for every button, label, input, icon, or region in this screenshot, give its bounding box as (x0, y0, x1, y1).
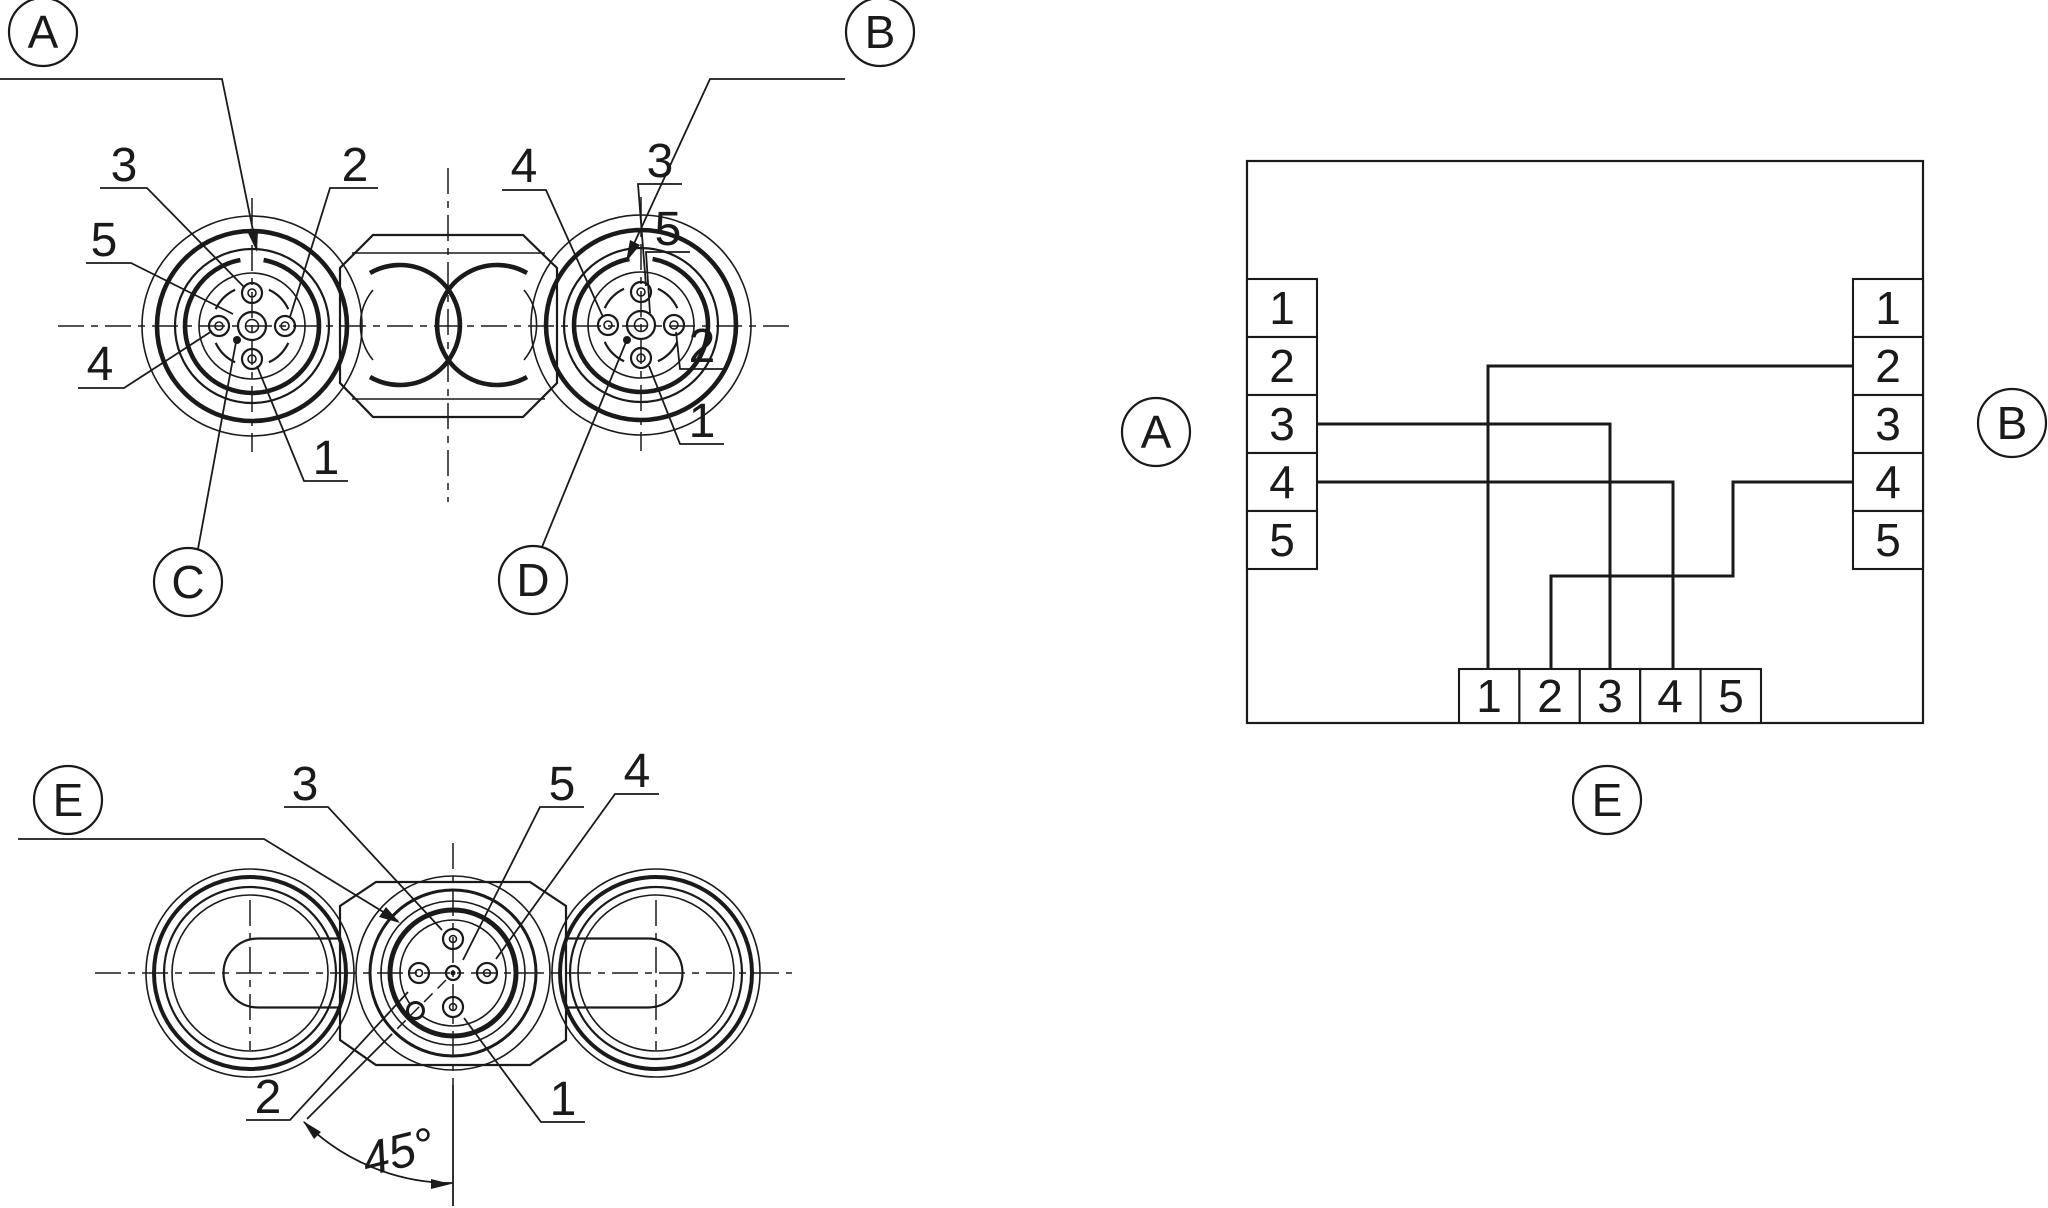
e-pin-box-4 (1639, 667, 1702, 725)
wire-b2-e1 (1486, 364, 1853, 669)
balloon-d-label: D (516, 554, 549, 606)
balloon-d: D (497, 336, 631, 616)
b-pin-1-label: 1 (1875, 282, 1901, 334)
hex-body-e (338, 880, 568, 1067)
wire-a3-e3 (1317, 422, 1612, 669)
wire-a4-e4 (1317, 480, 1675, 669)
a-pin-box-4 (1245, 451, 1319, 513)
balloon-a-label: A (28, 6, 59, 58)
balloon-b: B (625, 0, 916, 262)
a-pin-box-2 (1245, 335, 1319, 397)
balloon-a: A (0, 0, 258, 252)
coupler-right-crescent (434, 262, 529, 388)
e-pin-5-label: 5 (1718, 670, 1744, 722)
e-pin-box-2 (1518, 667, 1581, 725)
e-pin-4-label: 4 (1657, 670, 1683, 722)
schematic-balloon-e: E (1571, 764, 1643, 836)
schematic-balloon-a: A (1120, 396, 1192, 468)
e-pin-2-label: 2 (1537, 670, 1563, 722)
b-pin-box-1 (1851, 277, 1925, 339)
b-pin-box-4 (1851, 451, 1925, 513)
bottom-view-assembly: E 3 5 4 2 1 45° (18, 745, 792, 1206)
b-pin-4-label: 4 (1875, 456, 1901, 508)
face-b-pin2-label: 2 (689, 320, 716, 373)
schematic-outline (1245, 159, 1925, 725)
face-b-pin3-label: 3 (647, 135, 674, 188)
balloon-b-label: B (865, 6, 896, 58)
a-pin-box-5 (1245, 509, 1319, 571)
face-b-pin-callouts: 4 3 5 2 1 (502, 135, 724, 448)
balloon-e-label: E (53, 774, 84, 826)
schematic-balloon-b: B (1976, 387, 2048, 459)
balloon-e: E (18, 764, 400, 923)
face-e-pin1-label: 1 (550, 1073, 577, 1126)
face-e-pin-callouts: 3 5 4 2 1 (246, 745, 659, 1126)
schematic-balloon-a-label: A (1141, 406, 1172, 458)
b-pin-box-3 (1851, 393, 1925, 455)
face-a-pin-callouts: 3 2 5 4 1 (78, 139, 378, 485)
face-a-pin5-label: 5 (91, 214, 118, 267)
b-pin-2-label: 2 (1875, 340, 1901, 392)
angle-dimension-text: 45° (357, 1118, 440, 1187)
e-pin-3-label: 3 (1597, 670, 1623, 722)
wiring-schematic: 1 2 3 4 5 1 2 3 4 5 1 2 3 (1120, 159, 2048, 836)
a-pin-2-label: 2 (1269, 340, 1295, 392)
e-pin-box-5 (1699, 667, 1763, 725)
face-b-pin5-label: 5 (655, 203, 682, 256)
schematic-balloon-b-label: B (1997, 397, 2028, 449)
face-e-pin5-label: 5 (549, 758, 576, 811)
connector-e-pin-row: 1 2 3 4 5 (1457, 667, 1763, 725)
face-a-pin1-label: 1 (313, 432, 340, 485)
a-pin-1-label: 1 (1269, 282, 1295, 334)
connector-b-pin-column: 1 2 3 4 5 (1851, 277, 1925, 571)
b-pin-box-5 (1851, 509, 1925, 571)
a-pin-4-label: 4 (1269, 456, 1295, 508)
b-pin-3-label: 3 (1875, 398, 1901, 450)
a-pin-box-3 (1245, 393, 1319, 455)
schematic-balloon-e-label: E (1592, 774, 1623, 826)
a-pin-3-label: 3 (1269, 398, 1295, 450)
e-pin-1-label: 1 (1476, 670, 1502, 722)
coupler-left-crescent (368, 262, 463, 388)
top-view-assembly: A B C D 3 2 (0, 0, 916, 618)
face-a-pin3-label: 3 (111, 139, 138, 192)
b-pin-5-label: 5 (1875, 514, 1901, 566)
e-pin-box-3 (1578, 667, 1642, 725)
hex-coupler-body (338, 233, 559, 419)
face-b-pin1-label: 1 (689, 395, 716, 448)
face-b-pin4-label: 4 (511, 140, 538, 193)
balloon-c-label: C (171, 556, 204, 608)
a-pin-5-label: 5 (1269, 514, 1295, 566)
face-a-pin2-label: 2 (342, 139, 369, 192)
face-e-pin3-label: 3 (292, 758, 319, 811)
wire-b4-e2 (1549, 480, 1853, 669)
face-a-pin4-label: 4 (87, 338, 114, 391)
balloon-c: C (152, 336, 241, 618)
b-pin-box-2 (1851, 335, 1925, 397)
face-e-pin2-label: 2 (255, 1071, 282, 1124)
face-e-pin4-label: 4 (624, 745, 651, 798)
connector-a-pin-column: 1 2 3 4 5 (1245, 277, 1319, 571)
a-pin-box-1 (1245, 277, 1319, 339)
